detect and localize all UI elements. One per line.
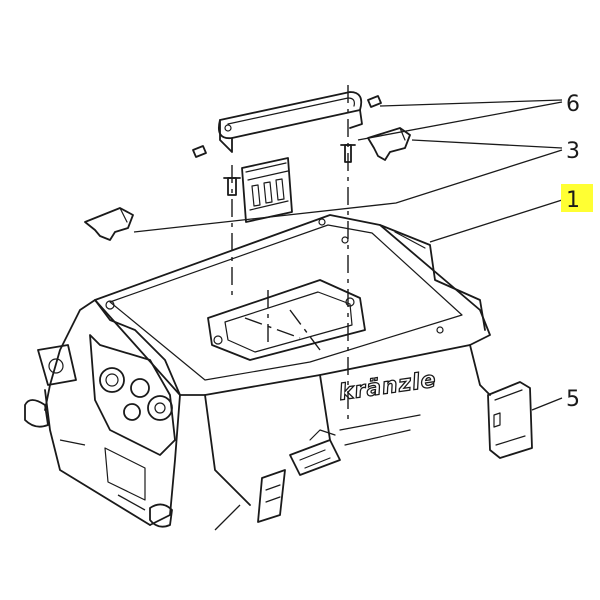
switch-block xyxy=(241,157,293,223)
callout-5: 5 xyxy=(566,387,580,412)
assembly-axis-lines xyxy=(231,85,349,420)
fasteners xyxy=(192,95,382,196)
carry-handle xyxy=(217,91,363,153)
side-cover xyxy=(487,381,533,459)
callout-labels: 6 3 1 5 xyxy=(561,92,593,412)
callout-6: 6 xyxy=(566,92,580,117)
brand-logo-text: kränzle xyxy=(337,368,438,406)
main-housing: kränzle xyxy=(24,214,491,528)
callout-1: 1 xyxy=(566,188,580,213)
leader-lines xyxy=(59,99,563,531)
clip-lower xyxy=(84,207,134,241)
callout-1-highlight xyxy=(561,184,593,212)
clip-upper xyxy=(367,127,411,161)
callout-3: 3 xyxy=(566,139,580,164)
